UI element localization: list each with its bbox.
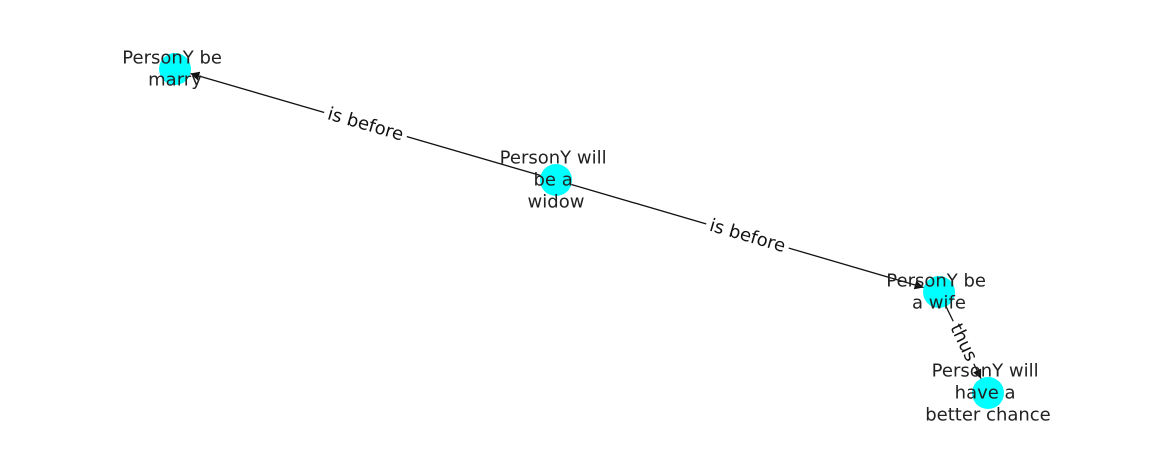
node-circle-chance: [972, 377, 1004, 409]
node-label-wife: PersonY be a wife: [886, 265, 991, 314]
node-circle-widow: [540, 164, 572, 196]
node-label-line: widow: [528, 192, 585, 213]
node-label-line: PersonY will: [932, 361, 1039, 382]
node-label-line: PersonY will: [500, 148, 607, 169]
node-label-line: be a: [534, 170, 573, 191]
node-circle-wife: [923, 276, 955, 308]
node-label-chance: PersonY will have a better chance: [925, 355, 1051, 426]
node-label-line: PersonY be: [886, 271, 986, 292]
edge-label-widow-to-marry: is before: [320, 101, 411, 148]
node-label-marry: PersonY be marry: [122, 42, 227, 91]
node-label-line: marry: [148, 70, 202, 91]
node-circle-marry: [159, 53, 191, 85]
edge-label-text: is before: [325, 104, 406, 146]
node-labels: PersonY be marry PersonY will be a widow…: [122, 42, 1051, 426]
edge-label-widow-to-wife: is before: [702, 212, 793, 260]
nodes: [159, 53, 1004, 409]
edge-labels: is before is before thus: [320, 101, 985, 369]
node-label-line: better chance: [925, 405, 1051, 426]
node-label-line: have a: [955, 383, 1016, 404]
node-label-line: PersonY be: [122, 48, 222, 69]
node-label-line: a wife: [912, 293, 966, 314]
edges: [190, 71, 982, 379]
edge-label-text: is before: [707, 215, 788, 257]
node-label-widow: PersonY will be a widow: [500, 142, 613, 213]
